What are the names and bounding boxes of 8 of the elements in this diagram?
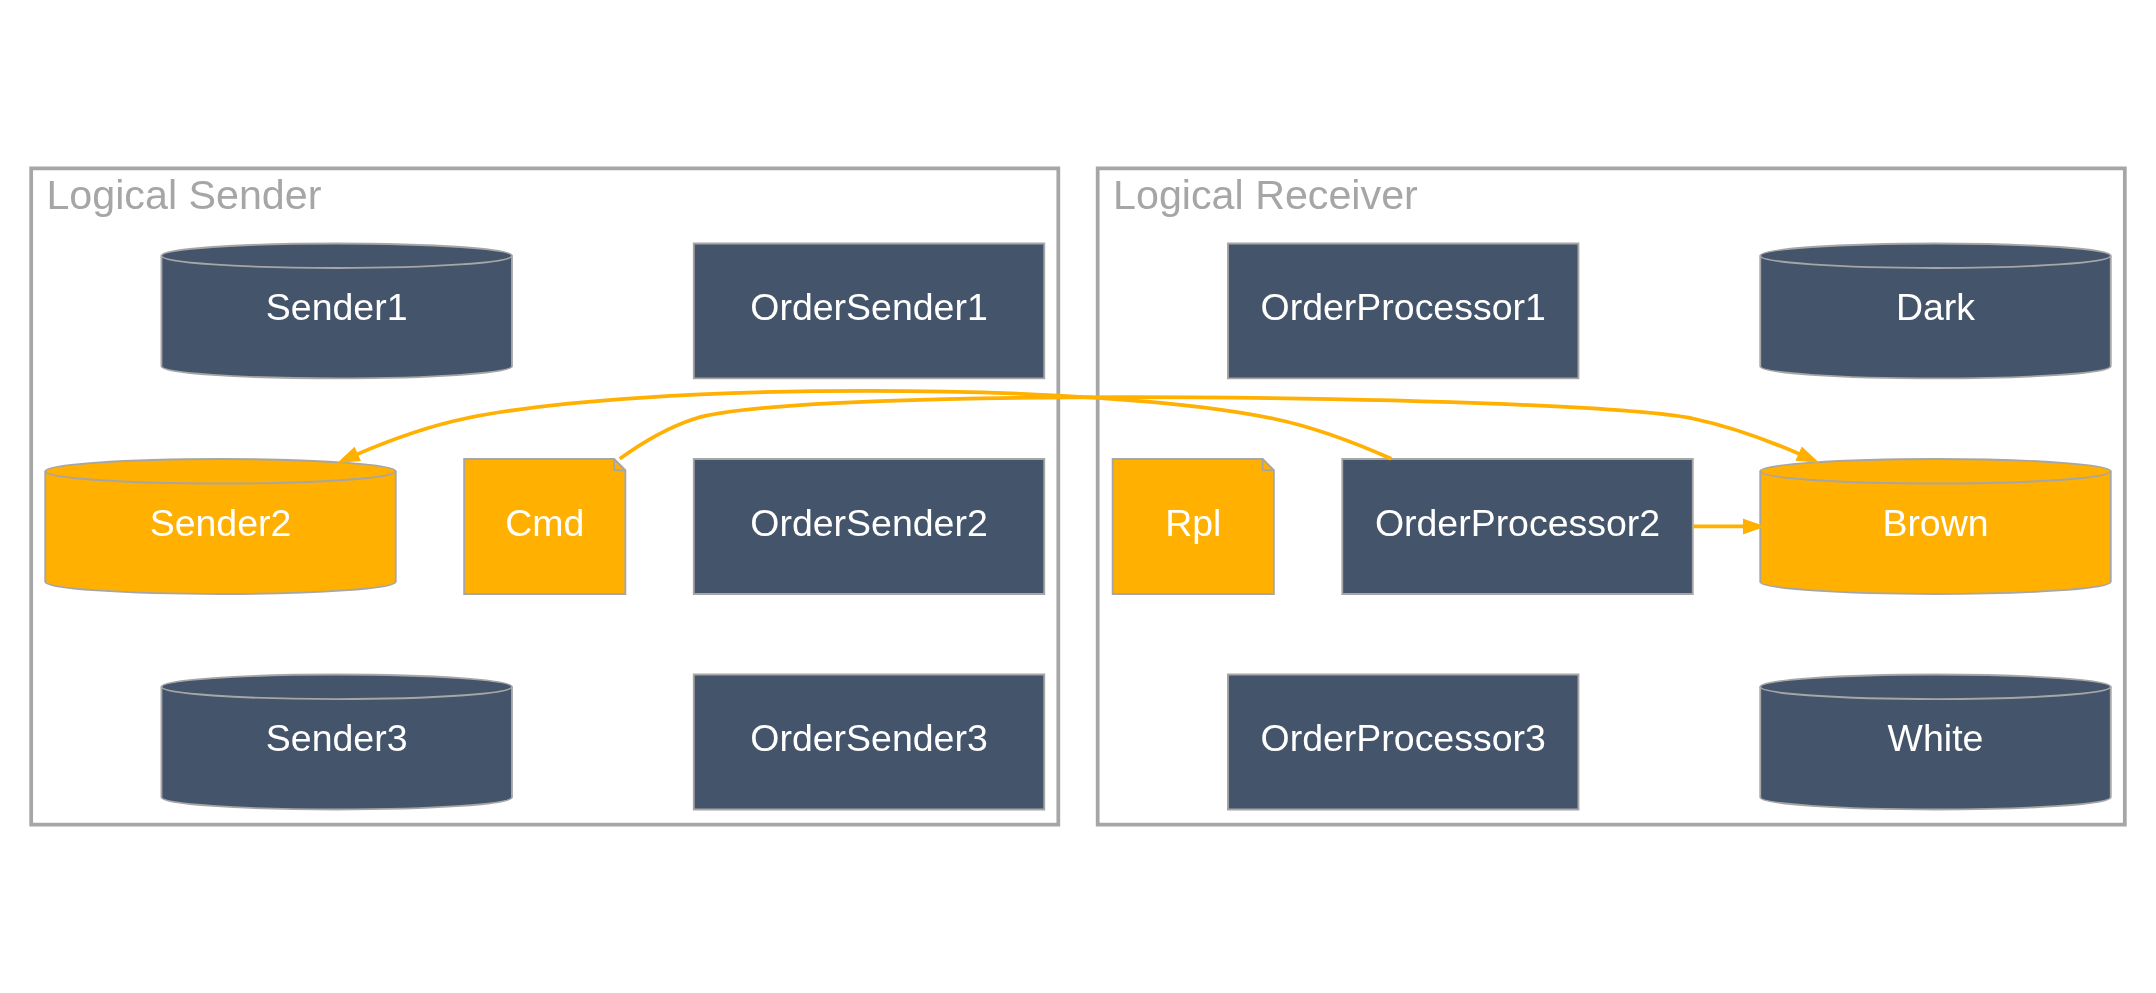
arrow [337, 388, 1393, 464]
node-box: OrderProcessor2 [1341, 458, 1694, 595]
node-box: OrderSender3 [692, 673, 1046, 811]
node-box: OrderProcessor3 [1227, 673, 1580, 811]
arrow [618, 395, 1820, 463]
node-box: OrderSender2 [692, 458, 1046, 595]
node-box: OrderSender1 [692, 242, 1046, 380]
node-box: OrderProcessor1 [1227, 242, 1580, 380]
